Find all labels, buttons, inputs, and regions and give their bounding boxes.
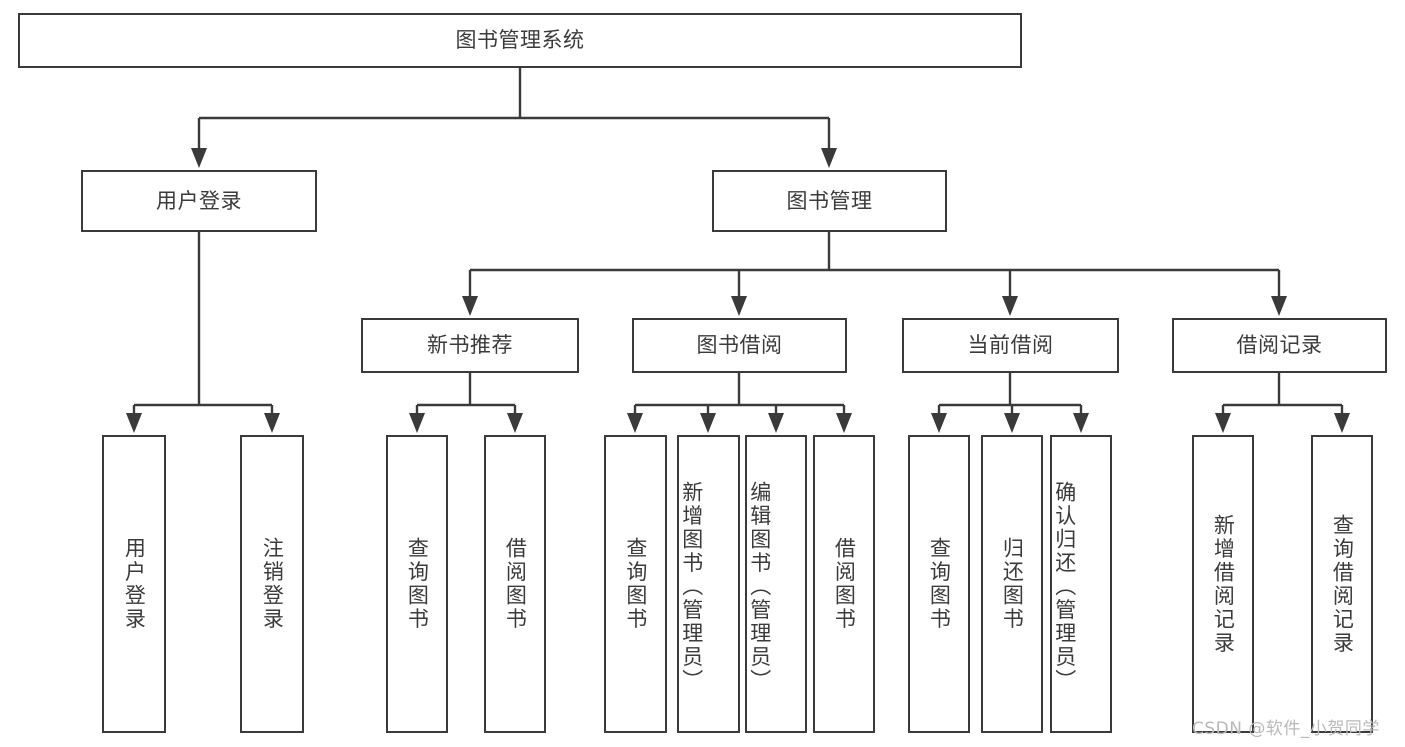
node-leaf-add-borrow-record[interactable]: 新增借阅记录 (1192, 435, 1254, 733)
node-label-user-login: 用户登录 (156, 188, 242, 213)
node-current-borrow[interactable]: 当前借阅 (902, 318, 1119, 373)
node-label-leaf-borrow-book: 借阅图书 (832, 537, 857, 631)
node-label-leaf-borrow-book-recommend: 借阅图书 (503, 537, 528, 631)
node-label-current-borrow: 当前借阅 (967, 333, 1054, 358)
arrowhead-3-1 (507, 413, 523, 433)
arrowhead-3-0 (409, 413, 425, 433)
node-leaf-query-borrow-record[interactable]: 查询借阅记录 (1311, 435, 1373, 733)
node-borrow-record[interactable]: 借阅记录 (1172, 318, 1387, 373)
arrowhead-5-1 (1004, 413, 1020, 433)
node-label-new-book-recommend: 新书推荐 (427, 333, 513, 358)
node-label-leaf-add-borrow-record: 新增借阅记录 (1211, 513, 1236, 655)
node-book-manage[interactable]: 图书管理 (712, 170, 947, 232)
node-label-leaf-query-book-current: 查询图书 (927, 537, 952, 631)
node-leaf-edit-book[interactable]: 编辑图书（管理员） (745, 435, 807, 733)
node-label-book-borrow: 图书借阅 (696, 333, 783, 358)
arrowhead-4-1 (700, 413, 716, 433)
arrowhead-2-1 (264, 413, 280, 433)
arrowhead-4-0 (627, 413, 643, 433)
arrowhead-1-2 (1002, 296, 1018, 316)
arrowhead-1-3 (1271, 296, 1287, 316)
node-label-leaf-edit-book: 编辑图书（管理员） (747, 481, 772, 693)
node-leaf-borrow-book[interactable]: 借阅图书 (813, 435, 875, 733)
node-new-book-recommend[interactable]: 新书推荐 (361, 318, 579, 373)
watermark-text: CSDN @软件_小贺同学 (1192, 719, 1380, 739)
node-user-login[interactable]: 用户登录 (81, 170, 317, 232)
arrowhead-0-0 (191, 148, 207, 168)
arrowhead-1-1 (731, 296, 747, 316)
arrowhead-0-1 (821, 148, 837, 168)
node-leaf-query-book-current[interactable]: 查询图书 (908, 435, 970, 733)
node-label-leaf-return-book: 归还图书 (1000, 537, 1025, 631)
node-label-leaf-query-book-borrow: 查询图书 (623, 537, 648, 631)
node-leaf-borrow-book-recommend[interactable]: 借阅图书 (484, 435, 546, 733)
node-leaf-logout-login[interactable]: 注销登录 (240, 435, 304, 733)
node-label-leaf-query-book-recommend: 查询图书 (405, 537, 430, 631)
node-book-borrow[interactable]: 图书借阅 (632, 318, 847, 373)
node-leaf-add-book[interactable]: 新增图书（管理员） (677, 435, 740, 733)
arrowhead-6-1 (1334, 413, 1350, 433)
arrowhead-2-0 (126, 413, 142, 433)
node-root[interactable]: 图书管理系统 (18, 13, 1022, 68)
arrowhead-1-0 (462, 296, 478, 316)
node-label-book-manage: 图书管理 (786, 188, 873, 213)
node-label-leaf-logout-login: 注销登录 (260, 537, 285, 631)
node-leaf-user-login[interactable]: 用户登录 (102, 435, 166, 733)
node-leaf-query-book-borrow[interactable]: 查询图书 (604, 435, 667, 733)
node-leaf-query-book-recommend[interactable]: 查询图书 (386, 435, 448, 733)
node-label-borrow-record: 借阅记录 (1236, 333, 1323, 358)
node-leaf-return-book[interactable]: 归还图书 (981, 435, 1043, 733)
node-leaf-confirm-return[interactable]: 确认归还（管理员） (1050, 435, 1112, 733)
arrowhead-4-2 (768, 413, 784, 433)
arrowhead-6-0 (1215, 413, 1231, 433)
node-label-leaf-add-book: 新增图书（管理员） (679, 481, 704, 693)
arrowhead-4-3 (836, 413, 852, 433)
node-label-leaf-query-borrow-record: 查询借阅记录 (1330, 513, 1355, 655)
arrowhead-5-0 (931, 413, 947, 433)
node-label-leaf-confirm-return: 确认归还（管理员） (1052, 481, 1077, 693)
node-label-root: 图书管理系统 (455, 28, 585, 53)
arrowhead-5-2 (1073, 413, 1089, 433)
node-label-leaf-user-login: 用户登录 (122, 537, 147, 631)
